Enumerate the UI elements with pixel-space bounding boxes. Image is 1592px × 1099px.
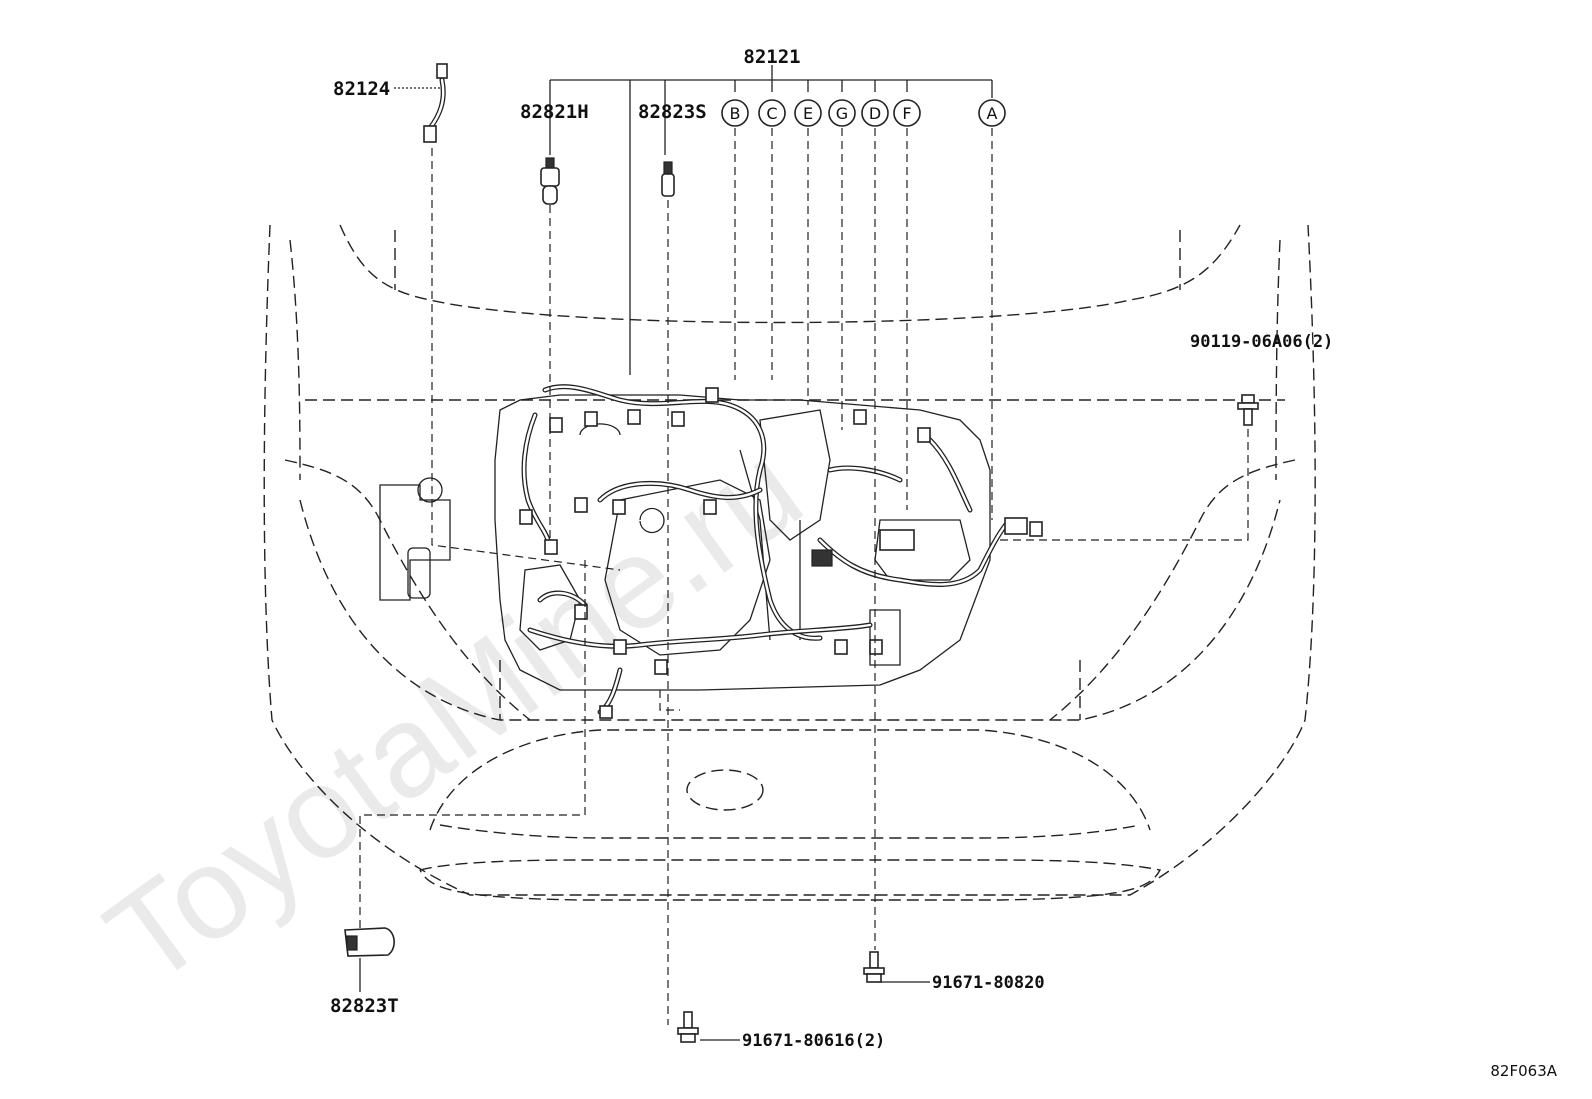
callout-b-text: B [730,104,741,123]
label-82121: 82121 [743,46,800,68]
label-82823s: 82823S [638,101,707,123]
clamp-82823t [344,927,395,957]
callout-f-text: F [902,104,911,123]
callout-g-text: G [836,104,848,123]
harness-callout-leaders [549,65,993,660]
callout-a-text: A [987,104,998,123]
callout-g: G [828,99,856,127]
callout-e-text: E [803,104,813,123]
label-82821h: 82821H [520,101,589,123]
callout-c: C [758,99,786,127]
callout-f: F [893,99,921,127]
label-91671-80616: 91671-80616(2) [742,1031,885,1051]
diagram-code: 82F063A [1490,1062,1557,1080]
callout-b: B [721,99,749,127]
callout-d-text: D [869,104,881,123]
clamp-82823s [661,161,675,197]
callout-a: A [978,99,1006,127]
connectors [519,387,1043,719]
clamp-82821h [540,157,560,205]
label-91671-80820: 91671-80820 [932,973,1045,993]
callout-d: D [861,99,889,127]
label-82124: 82124 [333,78,390,100]
label-90119-06a06: 90119-06A06(2) [1190,332,1333,352]
bolt-91671-80820 [863,951,885,983]
bolt-90119 [1237,394,1259,426]
label-leaders [359,87,930,1041]
callout-c-text: C [766,104,777,123]
label-82823t: 82823T [330,995,399,1017]
bolt-91671-80616 [677,1011,699,1043]
callout-e: E [794,99,822,127]
wire-harness [521,384,1013,715]
wire-82124 [423,63,448,143]
part-guide-lines [359,148,1249,1025]
